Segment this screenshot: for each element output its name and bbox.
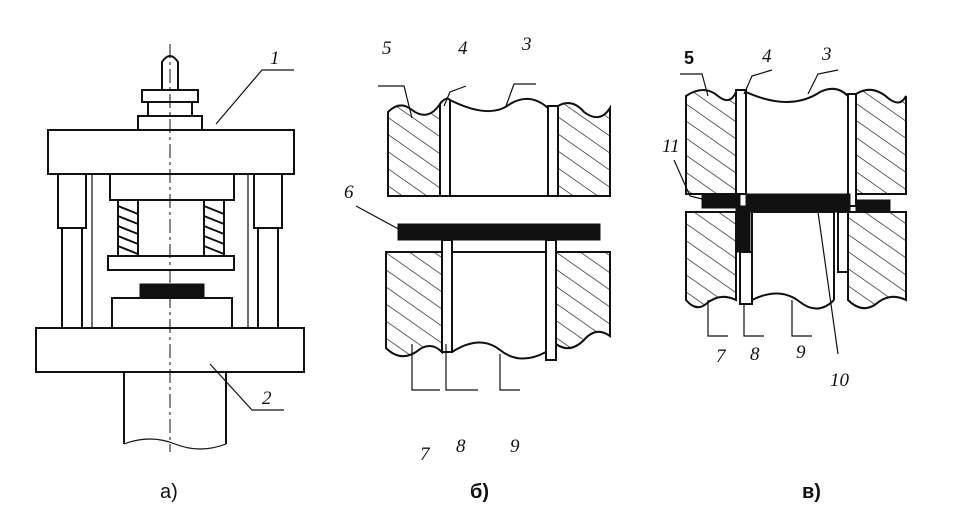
upper-sleeve-right-c (847, 93, 857, 207)
upper-holder-right (557, 102, 611, 197)
figure-c-closed-die: 5 4 3 11 7 8 9 10 в) (662, 44, 907, 503)
figure-a-press-die: 1 2 а) (35, 44, 305, 503)
callout-b-9: 9 (510, 436, 520, 457)
spring-left-icon (117, 199, 139, 257)
callout-2: 2 (262, 388, 272, 409)
upper-sleeve-left (439, 97, 451, 197)
lower-holder-right (555, 251, 611, 350)
callout-b-8: 8 (456, 436, 466, 457)
guide-post-right (257, 227, 279, 329)
callout-c-10: 10 (830, 370, 850, 391)
callout-c-11: 11 (662, 136, 680, 157)
upper-die-block (109, 173, 235, 201)
upper-holder-right-c (855, 88, 907, 195)
blank-right (855, 199, 891, 213)
lower-sleeve-right (545, 239, 557, 361)
guide-bushing-right (253, 173, 283, 229)
lower-holder-left-c (685, 211, 737, 309)
spring-right-icon (203, 199, 225, 257)
lower-holder-left (385, 251, 443, 358)
blank-10-flange (745, 193, 851, 213)
upper-plate (47, 129, 295, 175)
callout-1: 1 (270, 48, 280, 69)
lower-holder-right-c (847, 211, 907, 310)
callout-c-8: 8 (750, 344, 760, 365)
callout-c-4: 4 (762, 46, 772, 67)
lower-punch-c (751, 211, 835, 300)
callout-b-6: 6 (344, 182, 354, 203)
upper-holder-left (387, 100, 441, 197)
callout-b-4: 4 (458, 38, 468, 59)
upper-punch-contour-c (745, 87, 849, 103)
callout-b-3: 3 (521, 34, 532, 55)
caption-a: а) (160, 481, 178, 503)
upper-sleeve-left-c (735, 89, 747, 195)
figure-b-open-die: 5 4 3 6 7 8 9 б) (344, 34, 611, 503)
lower-die-block (111, 297, 233, 329)
upper-sleeve-right (547, 105, 559, 197)
stripper-plate (107, 255, 235, 271)
blank-10-wall (735, 205, 751, 253)
callout-c-5: 5 (684, 48, 694, 68)
blank-strip (139, 283, 205, 299)
punch-body (137, 199, 205, 257)
guide-bushing-left (57, 173, 87, 229)
lower-punch-contour (451, 341, 547, 360)
callout-c-7: 7 (716, 346, 727, 367)
caption-c: в) (802, 481, 821, 503)
base-shaft (123, 372, 227, 444)
callout-c-3: 3 (821, 44, 832, 65)
lower-sleeve-left (441, 239, 453, 353)
callout-b-7: 7 (420, 444, 431, 465)
callout-b-5: 5 (382, 38, 392, 59)
upper-holder-left-c (685, 89, 737, 195)
caption-b: б) (470, 481, 489, 503)
guide-post-left (61, 227, 83, 329)
lower-sleeve-left-c (739, 251, 753, 305)
blank-11 (701, 193, 741, 209)
upper-punch-contour (449, 97, 549, 113)
blank-6 (397, 223, 601, 241)
lower-sleeve-right-c (837, 211, 849, 273)
callout-c-9: 9 (796, 342, 806, 363)
